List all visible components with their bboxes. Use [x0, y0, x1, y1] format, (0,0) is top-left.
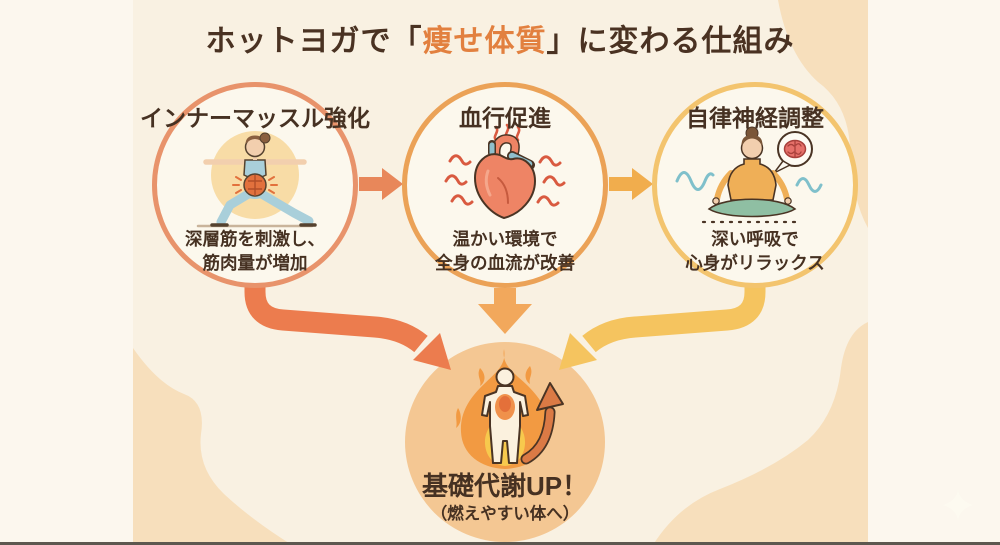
up-arrow-icon	[520, 382, 564, 465]
four-point-sparkle-icon	[943, 490, 973, 520]
step-caption: 温かい環境で 全身の血流が改善	[407, 227, 603, 275]
page-title: ホットヨガで「痩せ体質」に変わる仕組み	[0, 16, 1000, 60]
left-margin-strip	[0, 0, 133, 545]
bottom-edge-bar	[0, 542, 1000, 545]
step-label: 自律神経調整	[686, 105, 824, 131]
top-right-blob	[778, 0, 868, 228]
bottom-left-blob	[133, 348, 292, 545]
yoga-woman-figure	[203, 132, 317, 227]
result-heading: 基礎代謝UP！	[421, 471, 589, 501]
crossed-legs	[707, 198, 797, 218]
caption-line: 深い呼吸で	[711, 229, 799, 249]
title-part2: に変わる仕組み	[577, 25, 795, 58]
title-close-bracket: 」	[546, 25, 578, 58]
right-margin-strip	[868, 0, 1000, 545]
caption-line: 筋肉量が増加	[202, 253, 308, 274]
caption-line: 温かい環境で	[452, 229, 558, 249]
caption-line: 心身がリラックス	[685, 253, 825, 274]
caption-line: 深層筋を刺激し、	[185, 229, 325, 249]
step-circle-blood-circulation: 血行促進	[402, 82, 608, 288]
step-label: 血行促進	[459, 105, 551, 131]
step-caption: 深い呼吸で 心身がリラックス	[657, 227, 853, 275]
step-label: インナーマッスル強化	[140, 105, 370, 131]
meditating-woman-figure	[701, 126, 803, 224]
title-part1: ホットヨガで	[205, 25, 392, 58]
arrow-step2-to-step3	[609, 168, 653, 200]
hair-bun	[259, 132, 271, 144]
radiating-heat-waves	[444, 154, 566, 207]
result-subheading: （燃えやすい体へ）	[430, 505, 580, 523]
step-circle-inner-muscle: インナーマッスル強化 深層筋を刺激し、	[140, 82, 370, 288]
warrior-yoga-pose-illustration	[196, 131, 317, 228]
step-circle-autonomic-nerves: 自律神経調整	[652, 82, 858, 288]
arrow-step2-to-result	[478, 288, 532, 334]
calm-wave-lines	[675, 171, 823, 193]
anatomical-heart	[473, 134, 537, 220]
arrow-step3-to-result	[559, 284, 766, 370]
step-caption: 深層筋を刺激し、 筋肉量が増加	[157, 227, 353, 275]
caption-line: 全身の血流が改善	[435, 253, 575, 274]
meditation-brain-illustration	[675, 126, 823, 224]
emphasis-dashes	[232, 176, 278, 194]
heart-circulation-illustration	[444, 123, 566, 220]
title-open-bracket: 「	[391, 25, 423, 58]
human-silhouette	[481, 367, 529, 464]
arrow-step1-to-result	[244, 284, 451, 370]
bottom-right-blob	[653, 322, 868, 545]
burning-body-up-arrow-illustration	[456, 349, 564, 469]
title-highlight: 痩せ体質	[422, 25, 547, 58]
result-circle-metabolism-up: 基礎代謝UP！ （燃えやすい体へ）	[405, 342, 605, 542]
arrow-step1-to-step2	[359, 168, 403, 200]
brain-speech-bubble	[773, 131, 813, 174]
